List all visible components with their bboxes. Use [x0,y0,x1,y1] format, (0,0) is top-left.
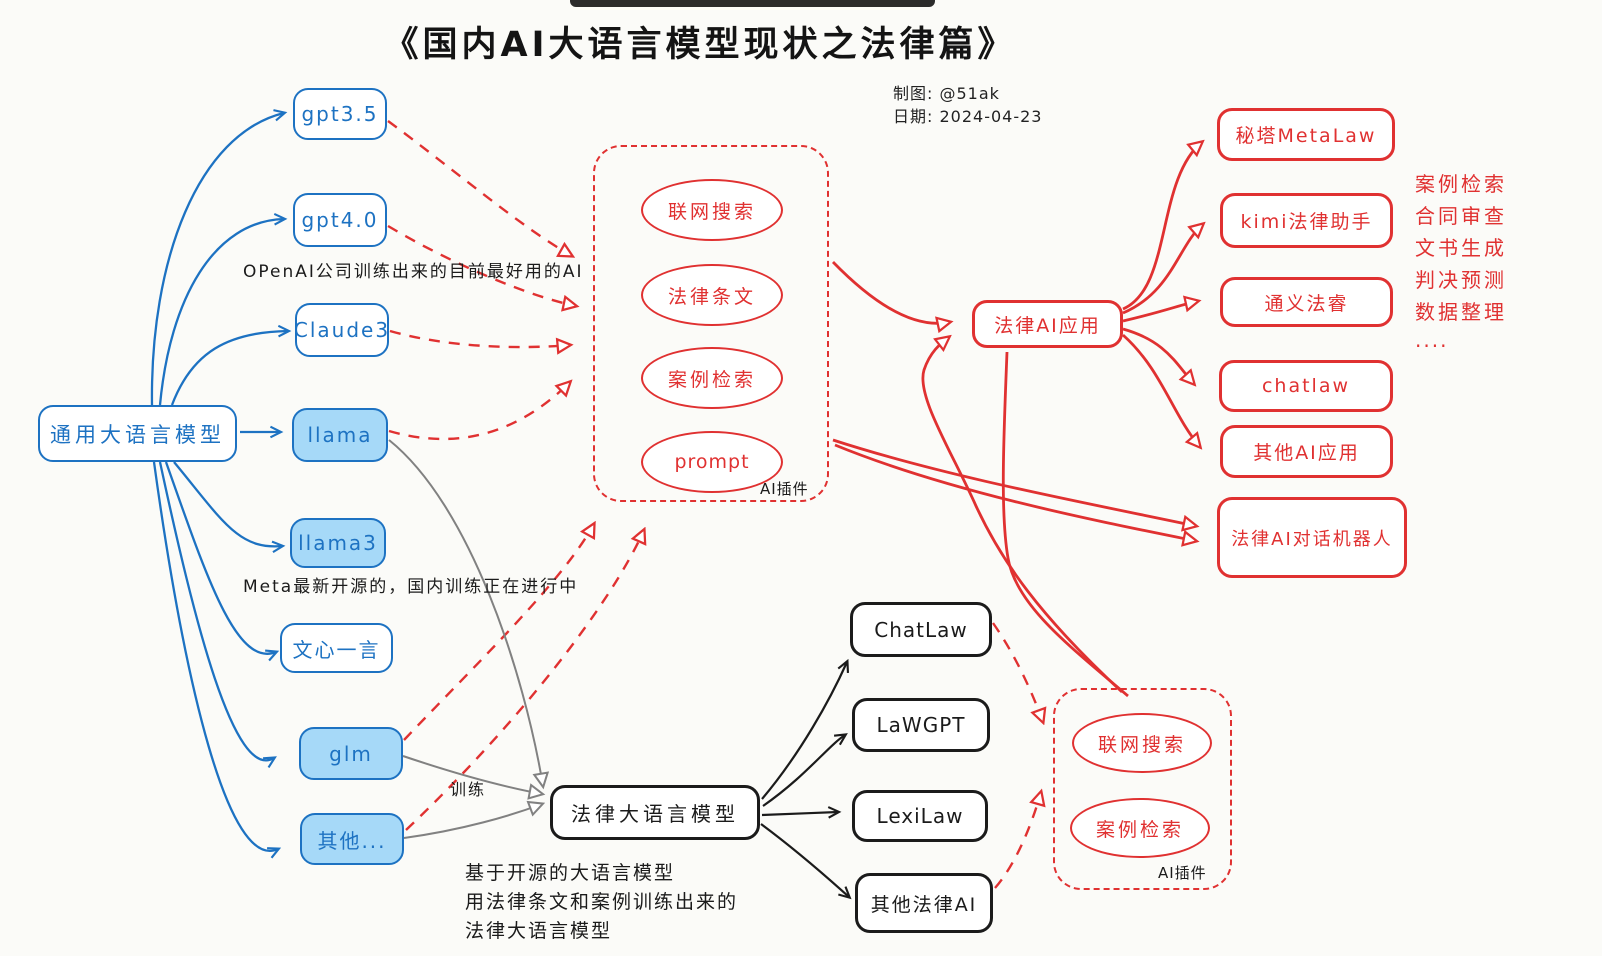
plugin2-web-search[interactable]: 联网搜索 [1072,713,1212,773]
node-legal-llm-root[interactable]: 法律大语言模型 [550,785,760,840]
node-wenxinyiyan[interactable]: 文心一言 [280,623,393,673]
page-title: 《国内AI大语言模型现状之法律篇》 [383,25,1017,65]
plugin2-case-search[interactable]: 案例检索 [1070,798,1210,858]
node-lexilaw[interactable]: LexiLaw [852,790,988,842]
plugin2-label: AI插件 [1158,864,1207,882]
edges-models-to-plugin1 [387,120,644,831]
node-general-llm-root[interactable]: 通用大语言模型 [38,405,237,462]
plugin-box-2 [1053,688,1232,890]
plugin-box-1 [593,145,829,502]
plugin1-legal-provisions[interactable]: 法律条文 [641,264,783,326]
edges-training-gray [388,439,543,839]
node-gpt40[interactable]: gpt4.0 [293,193,387,247]
node-chatlaw-model[interactable]: ChatLaw [850,602,992,657]
node-legal-ai-chatbot[interactable]: 法律AI对话机器人 [1217,497,1407,578]
plugin1-label: AI插件 [760,480,809,498]
capability-contract-review: 合同审查 [1415,204,1507,228]
capability-case-search: 案例检索 [1415,172,1507,196]
node-other-ai-apps[interactable]: 其他AI应用 [1220,425,1393,478]
note-legal-llm-line3: 法律大语言模型 [465,920,613,942]
note-openai: OPenAI公司训练出来的目前最好用的AI [243,262,584,282]
capability-ellipsis: .... [1415,328,1449,352]
node-metalaw[interactable]: 秘塔MetaLaw [1217,108,1395,161]
edges-legal-models-to-plugin2 [992,622,1043,889]
plugin1-case-search[interactable]: 案例检索 [641,347,783,409]
credit-author: 制图: @51ak [893,84,1000,103]
plugin1-prompt[interactable]: prompt [641,431,783,493]
credit-date: 日期: 2024-04-23 [893,107,1043,126]
edges-general-to-models [150,109,292,859]
node-glm[interactable]: glm [299,727,403,780]
edges-red-solid [831,142,1203,698]
node-claude3[interactable]: Claude3 [294,303,389,357]
node-legal-ai-app[interactable]: 法律AI应用 [972,300,1123,348]
capability-data-organizing: 数据整理 [1415,300,1507,324]
label-training: 训练 [450,780,487,799]
node-kimi-legal-assistant[interactable]: kimi法律助手 [1220,193,1393,248]
capability-judgment-prediction: 判决预测 [1415,268,1507,292]
capability-doc-generation: 文书生成 [1415,236,1507,260]
edges-legal-llm-to-models [760,658,852,900]
note-legal-llm-line1: 基于开源的大语言模型 [465,862,676,884]
node-chatlaw-app[interactable]: chatlaw [1219,360,1393,412]
node-tongyi-farui[interactable]: 通义法睿 [1220,277,1393,327]
note-legal-llm-line2: 用法律条文和案例训练出来的 [465,891,739,913]
node-gpt35[interactable]: gpt3.5 [293,88,387,140]
note-meta-llama: Meta最新开源的，国内训练正在进行中 [243,577,579,597]
top-window-bar [570,0,935,7]
node-llama3[interactable]: llama3 [290,518,386,568]
node-other-legal-ai[interactable]: 其他法律AI [855,873,993,933]
node-lawgpt[interactable]: LaWGPT [852,698,990,752]
plugin1-web-search[interactable]: 联网搜索 [641,179,783,241]
node-llama[interactable]: llama [292,408,388,462]
node-other-general[interactable]: 其他... [300,813,404,865]
